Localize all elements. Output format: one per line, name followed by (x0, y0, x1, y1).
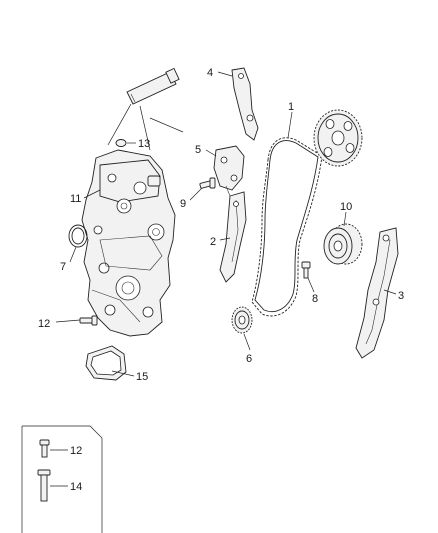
crankshaft-sprocket (231, 306, 253, 334)
legend-bolt-long: 14 (37, 469, 82, 502)
callout-7: 7 (60, 261, 66, 273)
sealant-tube (107, 67, 184, 151)
cam-phaser (323, 223, 363, 265)
callout-13: 13 (138, 138, 150, 150)
callout-9: 9 (180, 198, 186, 210)
callout-4: 4 (207, 67, 213, 79)
legend-bolt-short: 12 (39, 439, 82, 458)
legend-label-12: 12 (70, 445, 82, 457)
fastener-legend: 12 14 (21, 425, 103, 533)
camshaft-sprocket (313, 109, 363, 167)
callout-15: 15 (136, 371, 148, 383)
timing-chain (251, 137, 323, 317)
callout-11: 11 (70, 193, 81, 205)
gasket-15 (85, 345, 127, 381)
callout-10: 10 (340, 201, 352, 213)
fixed-chain-guide (355, 227, 399, 359)
bolt-8 (301, 261, 311, 279)
callout-5: 5 (195, 144, 201, 156)
seal-ring (68, 224, 88, 248)
upper-chain-guide (231, 67, 259, 141)
callout-1: 1 (288, 101, 294, 113)
bolt-12 (79, 315, 98, 326)
callout-8: 8 (312, 293, 318, 305)
callout-labels: 1 2 3 4 5 6 7 8 9 10 11 12 13 15 (38, 67, 404, 383)
chain-tensioner (213, 145, 245, 197)
plug-13 (115, 139, 136, 147)
callout-leaders (55, 71, 397, 377)
tensioner-arm (219, 191, 247, 283)
callout-3: 3 (398, 290, 404, 302)
legend-label-14: 14 (70, 481, 82, 493)
callout-12: 12 (38, 318, 50, 330)
callout-6: 6 (246, 353, 252, 365)
bolt-9 (199, 177, 216, 189)
engine-front-cover (81, 149, 176, 337)
callout-2: 2 (210, 236, 216, 248)
